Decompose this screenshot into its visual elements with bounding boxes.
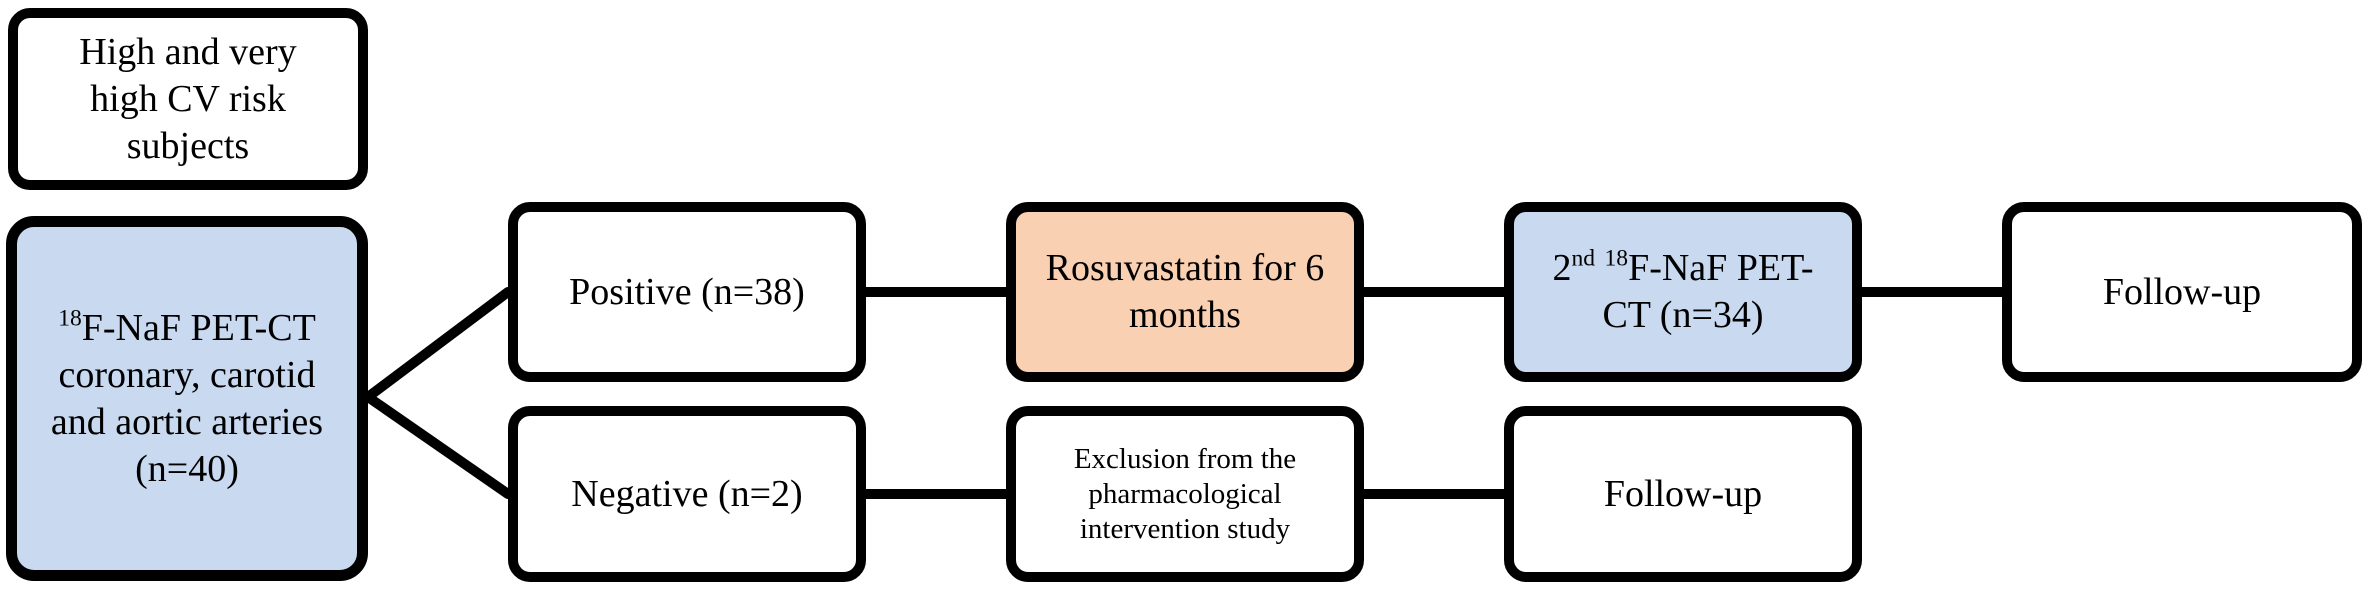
population-line-1: High and very [79, 30, 297, 73]
second-scan-line-1: 2nd 18F-NaF PET- [1552, 245, 1813, 292]
second-scan-box: 2nd 18F-NaF PET- CT (n=34) [1504, 202, 1862, 382]
imaging-line-4: (n=40) [135, 447, 239, 490]
imaging-tracer: F-NaF PET-CT [81, 306, 316, 349]
negative-box: Negative (n=2) [508, 406, 866, 582]
followup-top-box: Follow-up [2002, 202, 2362, 382]
second-scan-tracer: F-NaF PET- [1628, 247, 1814, 289]
connector-imaging-to-positive [363, 287, 513, 402]
imaging-line-1: 18F-NaF PET-CT [51, 305, 323, 352]
followup-top-label: Follow-up [2102, 270, 2262, 313]
population-box: High and very high CV risk subjects [8, 8, 368, 190]
imaging-line-2: coronary, carotid [58, 353, 316, 396]
exclusion-box: Exclusion from the pharmacological inter… [1006, 406, 1364, 582]
exclusion-line-3: intervention study [1079, 512, 1291, 545]
second-scan-line-2: CT (n=34) [1602, 294, 1764, 336]
rosuvastatin-box: Rosuvastatin for 6 months [1006, 202, 1364, 382]
population-line-2: high CV risk [90, 77, 286, 120]
negative-label: Negative (n=2) [571, 472, 803, 515]
rosuvastatin-line-2: months [1129, 294, 1241, 336]
followup-bottom-label: Follow-up [1603, 472, 1763, 515]
rosuvastatin-line-1: Rosuvastatin for 6 [1045, 247, 1325, 289]
second-scan-ordinal-suffix: nd [1571, 245, 1596, 272]
positive-box: Positive (n=38) [508, 202, 866, 382]
imaging-box: 18F-NaF PET-CT coronary, carotid and aor… [6, 216, 368, 581]
population-line-3: subjects [126, 124, 250, 167]
imaging-line-3: and aortic arteries [50, 400, 324, 443]
connector-imaging-to-negative [363, 392, 513, 499]
second-scan-isotope-superscript: 18 [1604, 245, 1629, 272]
exclusion-line-2: pharmacological [1088, 477, 1282, 510]
followup-bottom-box: Follow-up [1504, 406, 1862, 582]
imaging-isotope-superscript: 18 [58, 304, 82, 331]
positive-label: Positive (n=38) [569, 270, 805, 313]
second-scan-ordinal: 2 [1552, 247, 1572, 289]
exclusion-line-1: Exclusion from the [1073, 442, 1297, 475]
